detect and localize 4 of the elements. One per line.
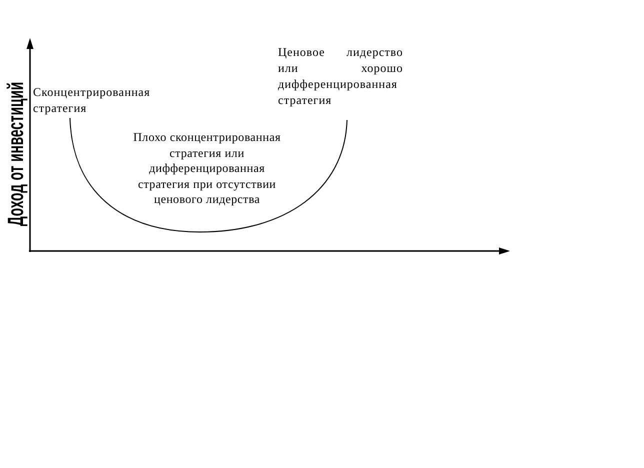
curve-label: Ценовое лидерство или хорошо дифференцированная стратегия (278, 44, 403, 108)
axis-label: Доход от инвестиций (5, 82, 27, 226)
curve-label: Плохо сконцентрированная стратегия или дифференцированная стратегия при отсутствии ценового лидерства (132, 130, 282, 208)
curve-label: Сконцентрированная стратегия (33, 84, 152, 116)
